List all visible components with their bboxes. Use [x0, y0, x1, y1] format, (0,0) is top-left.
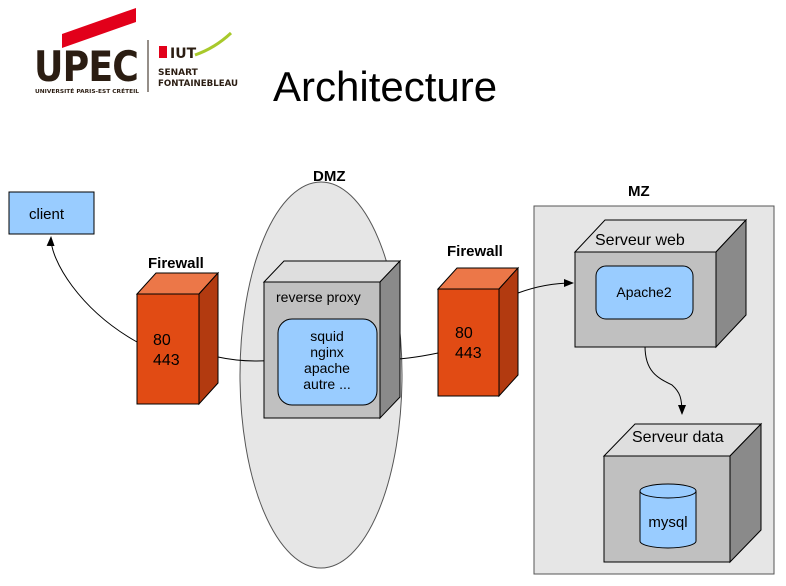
iut-green-swoosh: [194, 31, 233, 57]
proxy-software-box: [277, 318, 378, 406]
firewall-right-front: [437, 288, 500, 397]
mz-label: MZ: [628, 183, 650, 200]
proxy-item: autre ...: [303, 376, 350, 392]
iut-line2: FONTAINEBLEAU: [158, 79, 238, 89]
firewall-right-label: Firewall: [447, 243, 503, 260]
link-firewall-to-webserver: [517, 279, 574, 294]
client-label: client: [29, 206, 65, 223]
proxy-box-side: [379, 259, 401, 420]
firewall-left-port2: 443: [153, 352, 180, 369]
iut-wordmark: IUT: [170, 46, 197, 62]
firewall-right-side: [498, 266, 519, 398]
dmz-label: DMZ: [313, 168, 346, 185]
upec-red-swoosh: [62, 8, 136, 48]
mysql-database-icon: [639, 483, 697, 549]
firewall-right: Firewall 80 443: [436, 243, 520, 398]
web-server-node: Serveur web Apache2: [573, 218, 748, 349]
reverse-proxy-node: reverse proxy squid nginx apache autre .…: [262, 259, 402, 420]
data-server-label: Serveur data: [632, 429, 724, 446]
link-firewall-to-client: [46, 236, 138, 343]
db-cylinder-body: [639, 491, 697, 549]
proxy-label: reverse proxy: [276, 289, 361, 305]
upec-logo: UPEC UNIVERSITÉ PARIS-EST CRÉTEIL IUT SE…: [34, 8, 238, 95]
proxy-box-top: [262, 260, 402, 283]
upec-subtitle: UNIVERSITÉ PARIS-EST CRÉTEIL: [35, 87, 140, 95]
upec-wordmark: UPEC: [34, 42, 138, 91]
firewall-left-label: Firewall: [148, 255, 204, 272]
proxy-item: squid: [310, 328, 343, 344]
firewall-left-side: [198, 271, 219, 406]
apache2-box: [595, 265, 694, 320]
db-cylinder-top: [639, 483, 697, 499]
mysql-label: mysql: [648, 514, 687, 531]
link-webserver-to-dataserver: [644, 345, 686, 415]
client-node: client: [8, 191, 95, 235]
firewall-right-port2: 443: [455, 345, 482, 362]
apache2-label: Apache2: [616, 284, 671, 300]
proxy-item: nginx: [310, 344, 343, 360]
firewall-left-front: [136, 293, 200, 405]
iut-red-mark: [159, 46, 167, 58]
firewall-left-port1: 80: [153, 332, 171, 349]
data-server-node: Serveur data mysql: [602, 422, 763, 564]
firewall-right-port1: 80: [455, 325, 473, 342]
firewall-left: Firewall 80 443: [135, 255, 220, 406]
slide-title: Architecture: [273, 63, 497, 110]
web-server-label: Serveur web: [595, 232, 685, 249]
proxy-item: apache: [304, 360, 350, 376]
iut-line1: SENART: [158, 68, 199, 78]
client-box: [8, 191, 95, 235]
